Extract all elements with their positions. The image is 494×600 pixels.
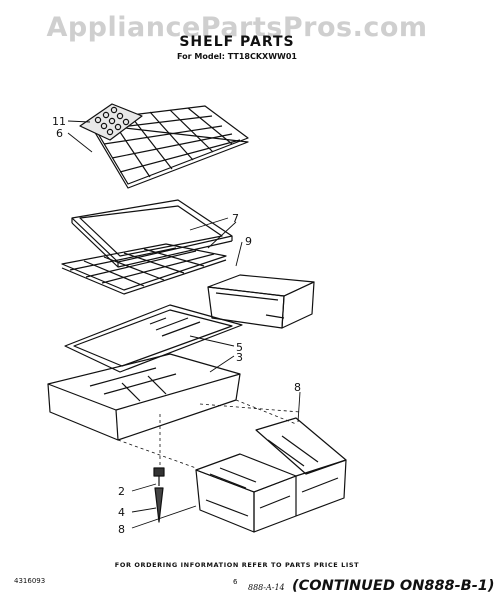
page-number: 6 bbox=[233, 578, 238, 586]
callout-7: 7 bbox=[232, 212, 239, 225]
document-number: 4316093 bbox=[14, 577, 46, 585]
callout-3: 3 bbox=[236, 351, 243, 364]
callout-8-upper: 8 bbox=[294, 381, 301, 394]
egg-tray bbox=[79, 103, 143, 141]
assembly-guide-lines bbox=[117, 399, 301, 469]
ordering-note: FOR ORDERING INFORMATION REFER TO PARTS … bbox=[114, 561, 360, 569]
screw-and-rod bbox=[153, 467, 165, 523]
page-title: SHELF PARTS bbox=[179, 34, 295, 50]
callout-11: 11 bbox=[52, 115, 66, 128]
callout-9: 9 bbox=[245, 235, 252, 248]
callout-labels: 11 6 7 9 5 3 8 2 4 8 bbox=[52, 115, 301, 536]
continued-note: (CONTINUED ON888-B-1) bbox=[292, 578, 494, 594]
callout-leaders bbox=[67, 120, 301, 529]
crisper-glass-cover bbox=[64, 304, 243, 373]
wire-shelf-middle bbox=[61, 243, 227, 295]
meat-drawer bbox=[207, 274, 315, 329]
callout-8-lower: 8 bbox=[118, 523, 125, 536]
model-subtitle: For Model: TT18CKXWW01 bbox=[177, 52, 297, 61]
crisper-cover-frame bbox=[47, 353, 241, 441]
crisper-drawers bbox=[195, 417, 347, 533]
wire-shelf-top bbox=[89, 105, 249, 189]
exploded-parts-diagram: 11 6 7 9 5 3 8 2 4 8 bbox=[47, 103, 347, 536]
callout-4: 4 bbox=[118, 506, 125, 519]
callout-5: 5 bbox=[236, 341, 243, 354]
callout-2: 2 bbox=[118, 485, 125, 498]
watermark: AppliancePartsPros.com bbox=[46, 12, 428, 43]
reference-code: 888-A-14 bbox=[248, 583, 285, 592]
callout-6: 6 bbox=[56, 127, 63, 140]
